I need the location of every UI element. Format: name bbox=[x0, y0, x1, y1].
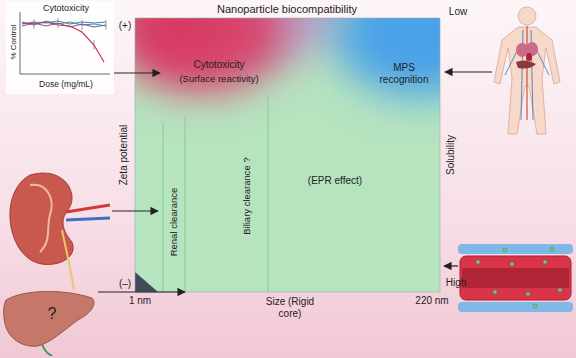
axis-tick: 220 nm bbox=[415, 295, 448, 307]
chart-inset: Cytotoxicity % ControlDose (mg/mL) bbox=[6, 2, 114, 94]
node-text: % Control bbox=[9, 24, 18, 59]
axis-title: Solubility bbox=[445, 135, 457, 175]
node-text: (EPR effect) bbox=[308, 175, 362, 187]
mps-region: MPS recognition bbox=[370, 54, 438, 92]
epr-region: (EPR effect) bbox=[290, 168, 380, 194]
node-text: Cytotoxicity bbox=[43, 3, 89, 13]
node-text: Dose (mg/mL) bbox=[39, 80, 93, 90]
axis-title: Zeta potential bbox=[118, 125, 130, 186]
renal-band: Renal clearance bbox=[163, 122, 185, 292]
liver-outline bbox=[2, 288, 98, 356]
biliary-band: Biliary clearance ? bbox=[185, 96, 268, 292]
node-text: Biliary clearance ? bbox=[242, 157, 253, 235]
human-body bbox=[494, 7, 560, 134]
node-text: MPS recognition bbox=[372, 62, 436, 85]
axis-end-label: Low bbox=[449, 6, 467, 18]
node-text: ? bbox=[48, 305, 57, 323]
axis-sign: (+) bbox=[119, 20, 132, 32]
bile-duct bbox=[42, 344, 52, 356]
axis-title: Size (Rigid core) bbox=[258, 296, 322, 319]
liver: ? bbox=[2, 288, 98, 356]
leader-arrow bbox=[112, 210, 158, 211]
plot-area bbox=[135, 18, 440, 292]
node-text: (Surface reactivity) bbox=[179, 74, 258, 85]
axis-end-label: High bbox=[446, 277, 467, 289]
node-text: Renal clearance bbox=[169, 188, 180, 257]
leader-arrow bbox=[444, 265, 458, 266]
arrow-connector bbox=[114, 72, 160, 73]
leader-arrow bbox=[445, 71, 492, 72]
arrow-connector bbox=[98, 291, 185, 292]
axis-tick: 1 nm bbox=[129, 295, 151, 307]
diagram-title: Nanoparticle biocompatibility bbox=[217, 3, 357, 16]
liver-shape bbox=[4, 291, 94, 346]
cytotoxicity-chart bbox=[6, 2, 114, 94]
cytotoxicity-region: Cytotoxicity (Surface reactivity) bbox=[160, 56, 278, 90]
node-text: Cytotoxicity bbox=[193, 59, 244, 71]
plot-frame bbox=[135, 18, 440, 292]
axis-sign: (–) bbox=[119, 278, 131, 290]
blood-vessel bbox=[458, 244, 573, 312]
kidney bbox=[10, 173, 110, 290]
